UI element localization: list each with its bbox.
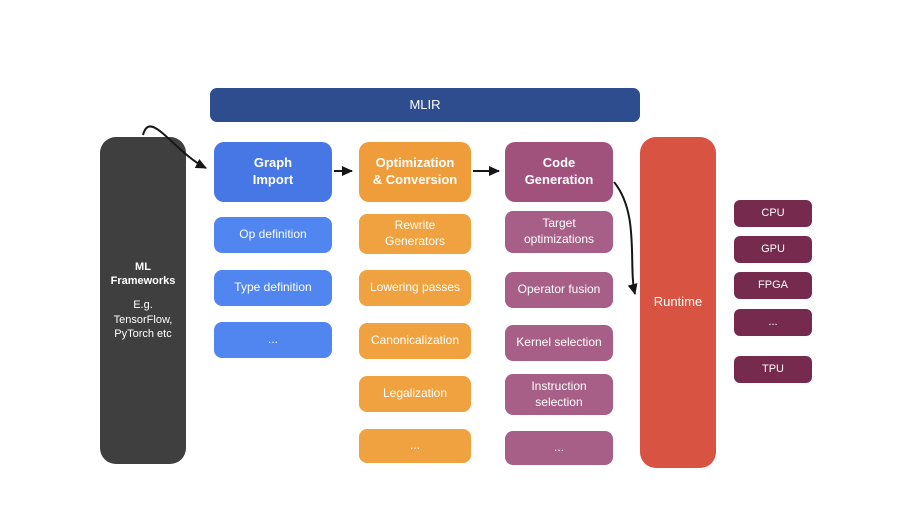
instruction-selection-box: Instruction selection (505, 374, 613, 415)
graph-import-header: Graph Import (214, 142, 332, 202)
operator-fusion-box: Operator fusion (505, 272, 613, 308)
ml-frameworks-title: ML Frameworks (110, 260, 176, 288)
hardware-cpu-box: CPU (734, 200, 812, 227)
runtime-box: Runtime (640, 137, 716, 468)
legalization-box: Legalization (359, 376, 471, 412)
lowering-passes-box: Lowering passes (359, 270, 471, 306)
rewrite-generators-box: Rewrite Generators (359, 214, 471, 254)
optimization-conversion-header: Optimization & Conversion (359, 142, 471, 202)
arrow-code-generation-to-runtime (613, 181, 638, 295)
hardware-tpu-box: TPU (734, 356, 812, 383)
op-definition-box: Op definition (214, 217, 332, 253)
graph-import-ellipsis-box: ... (214, 322, 332, 358)
canonicalization-box: Canonicalization (359, 323, 471, 359)
runtime-label: Runtime (653, 294, 703, 310)
type-definition-box: Type definition (214, 270, 332, 306)
ml-frameworks-subtitle: E.g. TensorFlow, PyTorch etc (113, 299, 173, 340)
kernel-selection-box: Kernel selection (505, 325, 613, 361)
hardware-gpu-box: GPU (734, 236, 812, 263)
mlir-banner: MLIR (210, 88, 640, 122)
hardware-ellipsis-box: ... (734, 309, 812, 336)
code-generation-ellipsis-box: ... (505, 431, 613, 465)
mlir-banner-label: MLIR (409, 96, 441, 112)
code-generation-header: Code Generation (505, 142, 613, 202)
hardware-fpga-box: FPGA (734, 272, 812, 299)
target-optimizations-box: Target optimizations (505, 211, 613, 253)
optimization-ellipsis-box: ... (359, 429, 471, 463)
ml-frameworks-box: ML Frameworks E.g. TensorFlow, PyTorch e… (100, 137, 186, 464)
